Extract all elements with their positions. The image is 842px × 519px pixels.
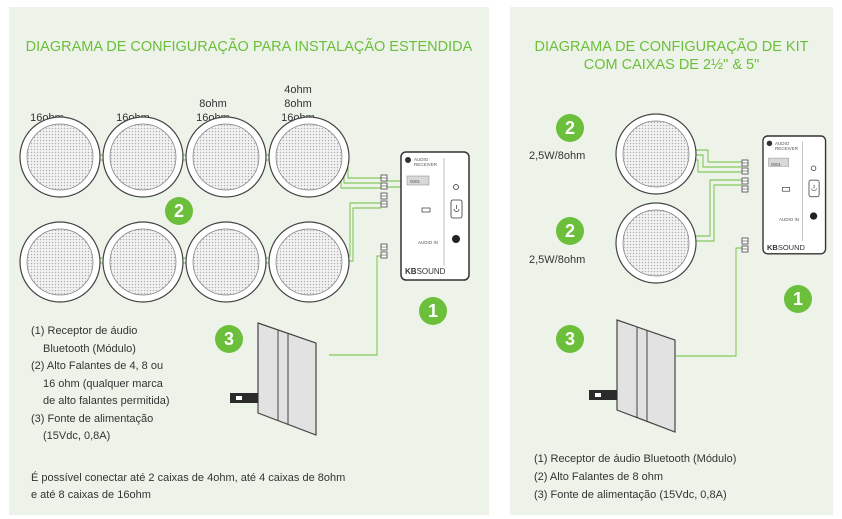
right-legend-item-3: (3) Fonte de alimentação (15Vdc, 0,8A) [534, 489, 727, 501]
speaker-label-top: 2,5W/8ohm [529, 150, 586, 162]
receiver-code-right: 0001 [771, 162, 782, 167]
note-line-1: É possível conectar até 2 caixas de 4ohm… [31, 472, 346, 484]
legend-item-1-cont: Bluetooth (Módulo) [43, 342, 136, 355]
receiver-line2-right: RECEIVER [775, 146, 799, 151]
left-legend: (1) Receptor de áudio Bluetooth (Módulo)… [31, 323, 170, 446]
badge-speaker-bottom: 2 [556, 217, 584, 245]
badge-power: 3 [215, 325, 243, 353]
right-legend-item-2: (2) Alto Falantes de 8 ohm [534, 471, 664, 483]
legend-item-2-cont: 16 ohm (qualquer marca [43, 377, 163, 390]
receiver-audio-in-right: AUDIO IN [779, 217, 800, 222]
legend-item-2: (2) Alto Falantes de 4, 8 ou [31, 360, 164, 372]
speaker-label-3: 8ohm 16ohm [196, 98, 230, 124]
badge-receiver: 1 [419, 297, 447, 325]
right-legend: (1) Receptor de áudio Bluetooth (Módulo)… [534, 450, 736, 504]
badge-power-right: 3 [556, 325, 584, 353]
right-title: DIAGRAMA DE CONFIGURAÇÃO DE KIT COM CAIX… [510, 38, 833, 74]
receiver-line1-right: AUDIO [775, 141, 790, 146]
speaker-label-bottom: 2,5W/8ohm [529, 254, 586, 266]
receiver-line2: RECEIVER [414, 162, 438, 167]
right-title-line2: COM CAIXAS DE 2½" & 5" [583, 57, 760, 73]
right-legend-item-1: (1) Receptor de áudio Bluetooth (Módulo) [534, 453, 737, 465]
legend-item-1: (1) Receptor de áudio [31, 325, 138, 337]
receiver-code: 0001 [410, 179, 421, 184]
receiver-line1: AUDIO [414, 157, 429, 162]
right-title-line1: DIAGRAMA DE CONFIGURAÇÃO DE KIT [534, 39, 809, 55]
legend-item-3: (3) Fonte de alimentação [31, 412, 154, 425]
note-line-2: e até 8 caixas de 16ohm [31, 489, 151, 501]
badge-speaker-top: 2 [556, 114, 584, 142]
badge-speakers: 2 [165, 197, 193, 225]
left-note: É possível conectar até 2 caixas de 4ohm… [31, 470, 345, 504]
legend-item-2-cont2: de alto falantes permitida) [43, 395, 170, 407]
right-wiring [676, 149, 742, 357]
receiver-audio-in: AUDIO IN [418, 240, 439, 245]
receiver-brand-right: KBSOUND [767, 243, 805, 252]
receiver-brand: KBSOUND [405, 267, 446, 276]
speaker-label-4: 4ohm 8ohm 16ohm [281, 84, 315, 124]
badge-receiver-right: 1 [784, 285, 812, 313]
legend-item-3-cont: (15Vdc, 0,8A) [43, 430, 111, 442]
left-title: DIAGRAMA DE CONFIGURAÇÃO PARA INSTALAÇÃO… [25, 39, 473, 55]
